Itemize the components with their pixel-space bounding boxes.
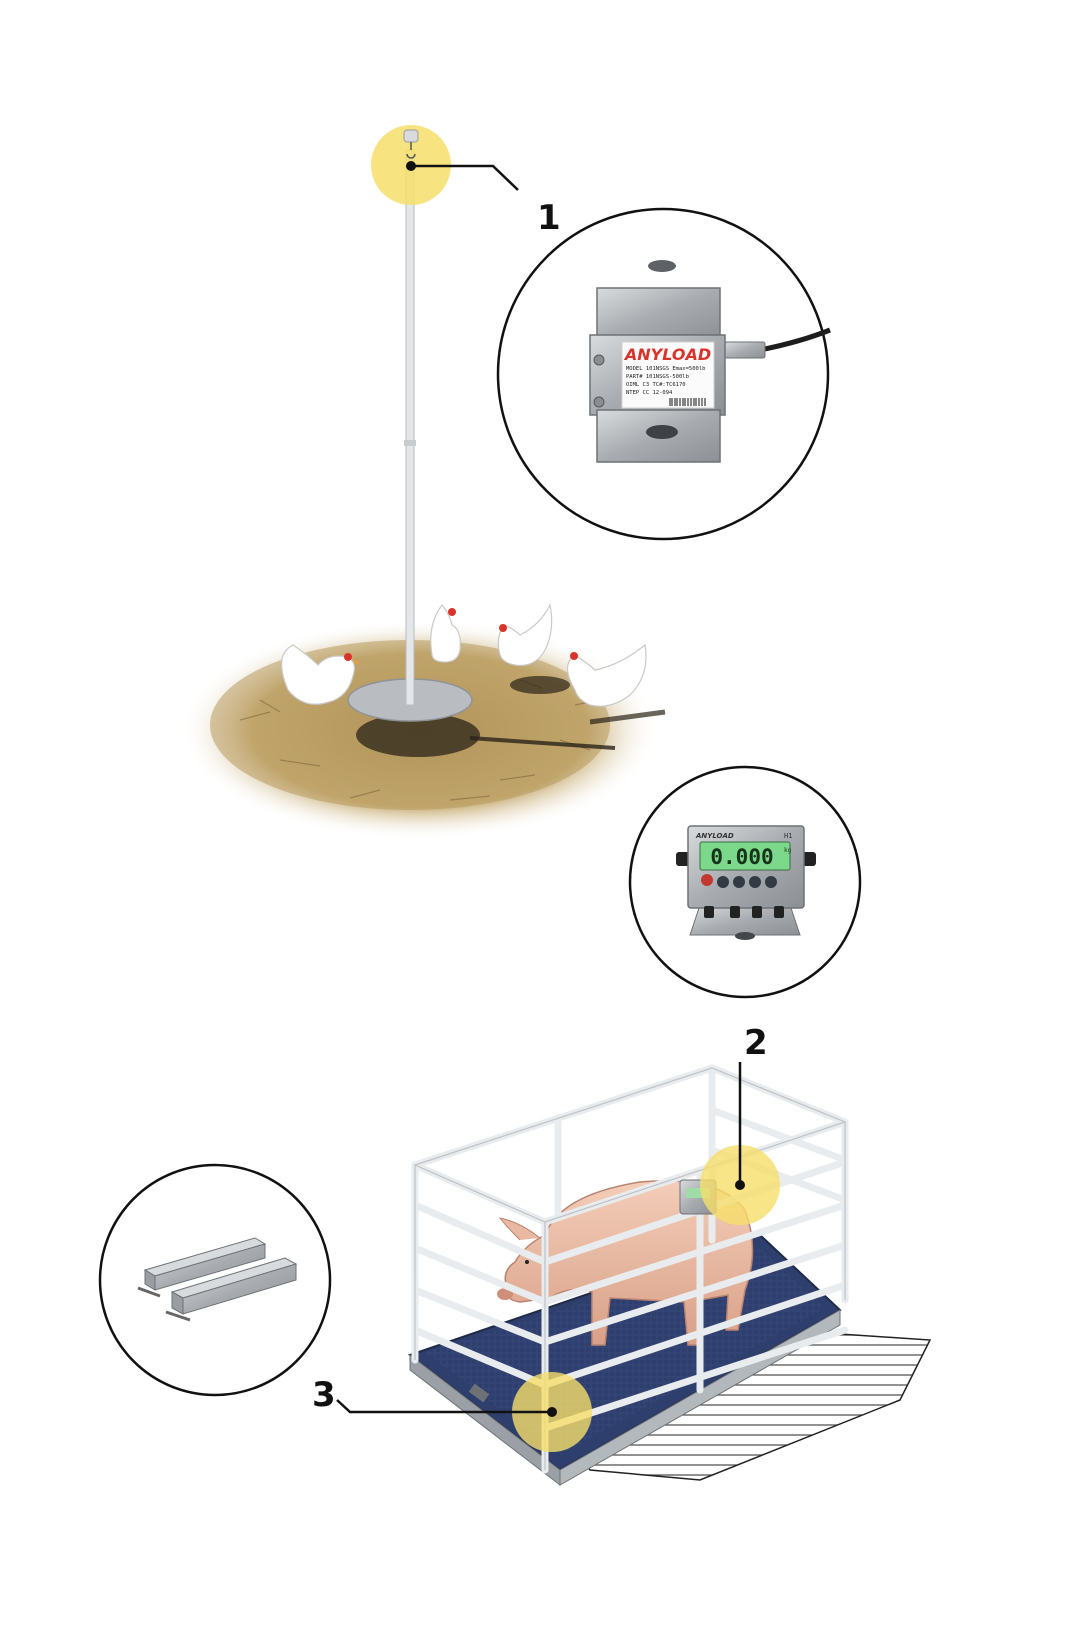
indicator-display-value: 0.000: [710, 845, 773, 869]
zoom-circle-load-bars: [98, 1163, 332, 1397]
indicator-unit: kg: [784, 847, 792, 854]
load-cell-label-line: PART# 101NSGS-500lb: [626, 374, 689, 380]
callout-number-1: 1: [537, 198, 561, 238]
indicator-lcd: [699, 841, 791, 871]
chicken-icon: [430, 604, 461, 663]
indicator-model: H1: [784, 832, 792, 840]
load-cell-label-line: MODEL 101NSGS Emax=500lb: [626, 366, 705, 372]
zoom-circle-load-cell: ANYLOAD MODEL 101NSGS Emax=500lb PART# 1…: [496, 207, 831, 541]
chicken-icon: [281, 644, 360, 705]
zoom-circle-indicator: ANYLOAD H1 0.000 kg: [628, 765, 862, 999]
callout-number-2: 2: [744, 1023, 768, 1063]
load-bar: [165, 1257, 298, 1322]
pig-icon: [497, 1180, 754, 1346]
leader-line-1: [411, 164, 519, 191]
load-cell-label: [621, 341, 715, 409]
callout-number-3: 3: [312, 1375, 336, 1415]
cable-glands: [704, 906, 784, 918]
livestock-scale-scene: [336, 1062, 932, 1487]
indicator-keypad: [701, 874, 777, 888]
load-bar: [137, 1237, 267, 1298]
poultry-scale-scene: [180, 125, 666, 840]
barcode: [669, 398, 706, 406]
load-cell-label-line: NTEP CC 12-094: [626, 390, 673, 396]
leader-line-3: [336, 1399, 552, 1414]
chicken-icon: [566, 643, 647, 707]
chicken-icon: [497, 603, 553, 667]
load-cell-label-line: OIML C3 TC#:TC6170: [626, 382, 686, 388]
indicator-brand: ANYLOAD: [695, 832, 734, 840]
hanging-pole: [405, 149, 415, 706]
load-cell-top-block: [596, 287, 721, 341]
load-cell-brand: ANYLOAD: [623, 345, 711, 364]
